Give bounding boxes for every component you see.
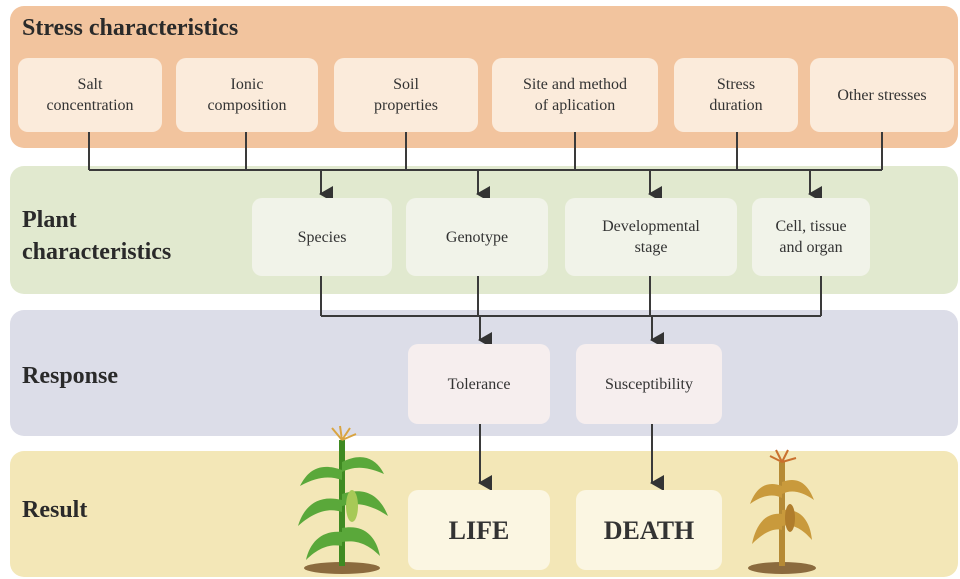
stress-box-other-stresses: Other stresses <box>810 58 954 132</box>
stress-box-line2: duration <box>709 97 763 114</box>
response-box-susceptibility: Susceptibility <box>576 344 722 424</box>
stress-box-line1: Site and method <box>523 76 627 93</box>
stress-band <box>10 6 958 148</box>
stress-box-line2: composition <box>207 97 287 114</box>
stress-box-line1: Salt <box>77 76 103 93</box>
stress-box-line1: Soil <box>393 76 419 93</box>
plant-box-developmental-stage: Developmental stage <box>565 198 737 276</box>
plant-box-genotype: Genotype <box>406 198 548 276</box>
stress-box-line2: of aplication <box>534 97 616 114</box>
stress-heading: Stress characteristics <box>22 15 239 41</box>
plant-box-species: Species <box>252 198 392 276</box>
stress-box-line1: Stress <box>716 76 756 93</box>
stress-box-salt-concentration: Salt concentration <box>18 58 162 132</box>
stress-box-line2: properties <box>374 97 438 114</box>
plant-heading-line2: characteristics <box>22 239 172 265</box>
stress-box-soil-properties: Soil properties <box>334 58 478 132</box>
result-heading: Result <box>22 497 88 523</box>
plant-box-line2: stage <box>634 239 668 256</box>
plant-box-line1: Developmental <box>602 218 700 235</box>
plant-box-line1: Species <box>297 228 347 246</box>
plant-heading-line1: Plant <box>22 207 77 233</box>
plant-box-line2: and organ <box>779 239 843 256</box>
plant-box-line1: Genotype <box>445 228 509 246</box>
response-heading: Response <box>22 363 119 389</box>
response-box-tolerance: Tolerance <box>408 344 550 424</box>
stress-box-ionic-composition: Ionic composition <box>176 58 318 132</box>
result-box-death: DEATH <box>576 490 722 570</box>
stress-box-stress-duration: Stress duration <box>674 58 798 132</box>
stress-box-line2: concentration <box>46 97 134 114</box>
stress-box-line1: Other stresses <box>837 86 927 104</box>
plant-box-cell-tissue-organ: Cell, tissue and organ <box>752 198 870 276</box>
plant-box-line1: Cell, tissue <box>775 218 847 235</box>
stress-box-line1: Ionic <box>230 76 264 93</box>
result-box-life: LIFE <box>408 490 550 570</box>
stress-box-site-and-method: Site and method of aplication <box>492 58 658 132</box>
